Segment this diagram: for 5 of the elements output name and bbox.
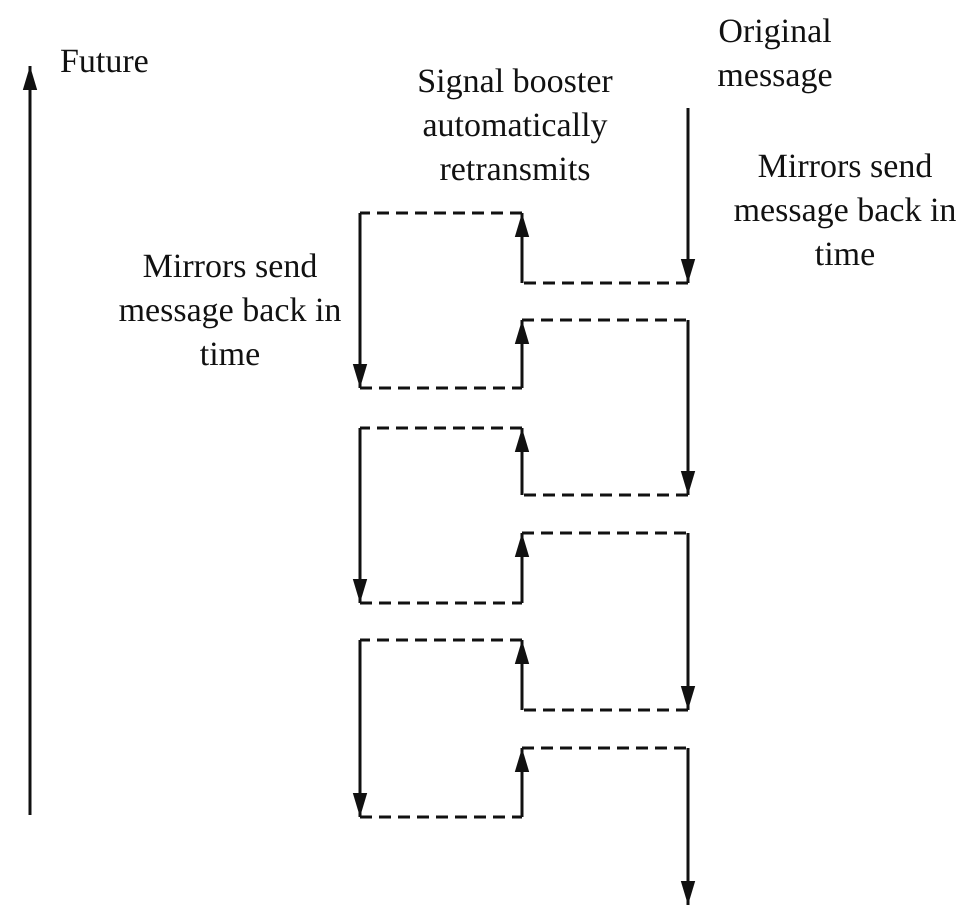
callout-text: Mirrors send message back in time <box>732 147 958 275</box>
callout-text: Mirrors send message back in time <box>118 247 342 375</box>
callout-text: Original message <box>716 12 834 96</box>
axis-label: Future <box>60 42 150 82</box>
callout-text: Signal booster automatically retransmits <box>416 62 614 190</box>
